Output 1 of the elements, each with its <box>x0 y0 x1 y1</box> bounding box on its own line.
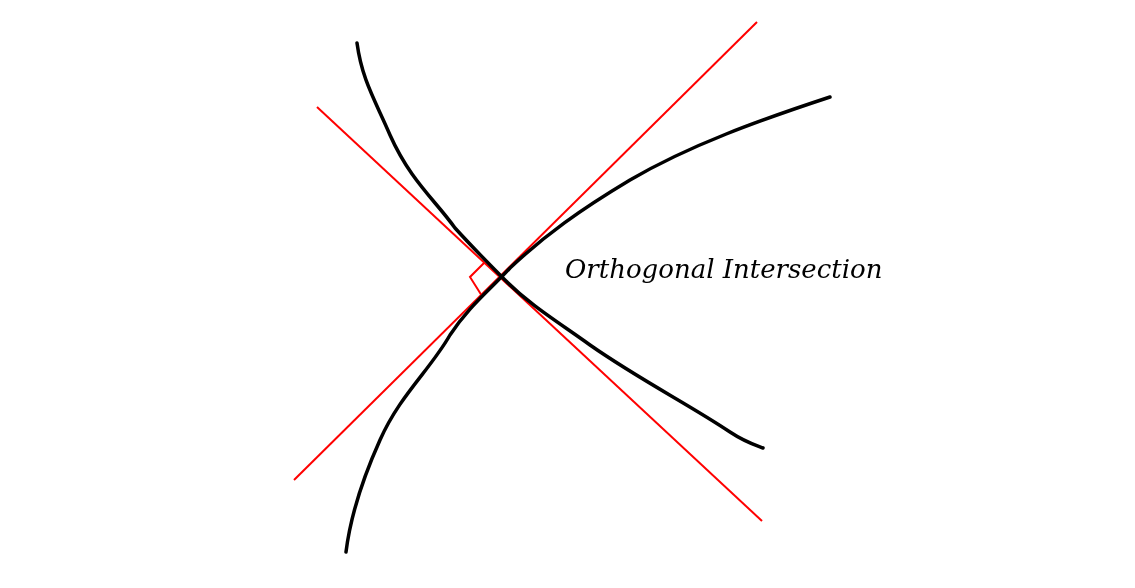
diagram-label: Orthogonal Intersection <box>565 256 883 282</box>
